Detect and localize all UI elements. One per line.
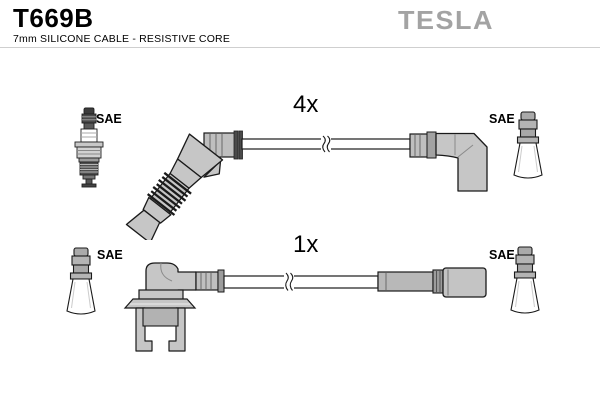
row1-cable-sleeve — [203, 130, 243, 160]
coil-boot-bracket-icon — [123, 262, 225, 352]
row2-quantity-label: 1x — [293, 231, 319, 258]
row1-wire-diagram — [74, 107, 543, 240]
sae-terminal-cone-icon — [66, 247, 96, 315]
sae-terminal-cone-icon — [510, 246, 540, 314]
row2-cable — [223, 272, 379, 291]
product-subtitle: 7mm SILICONE CABLE - RESISTIVE CORE — [13, 33, 231, 45]
straight-boot-icon — [377, 267, 487, 298]
row1-quantity-label: 4x — [293, 91, 319, 118]
row1-plug-sae-label: SAE — [96, 112, 122, 126]
header-divider — [0, 47, 600, 48]
part-number: T669B — [13, 3, 94, 33]
row2-wire-diagram — [66, 246, 540, 352]
row2-terminal-sae-label-right: SAE — [489, 248, 515, 262]
angled-plug-boot-icon — [125, 133, 224, 240]
brand-logo: TESLA — [398, 6, 495, 35]
elbow-boot-icon — [409, 131, 488, 192]
row1-terminal-sae-label: SAE — [489, 112, 515, 126]
row2-terminal-sae-label: SAE — [97, 248, 123, 262]
cable-break-icon — [321, 135, 331, 153]
cable-break-icon — [284, 272, 294, 291]
spark-plug-icon — [74, 107, 104, 188]
sae-terminal-cone-icon — [513, 111, 543, 179]
row1-cable — [241, 135, 411, 153]
